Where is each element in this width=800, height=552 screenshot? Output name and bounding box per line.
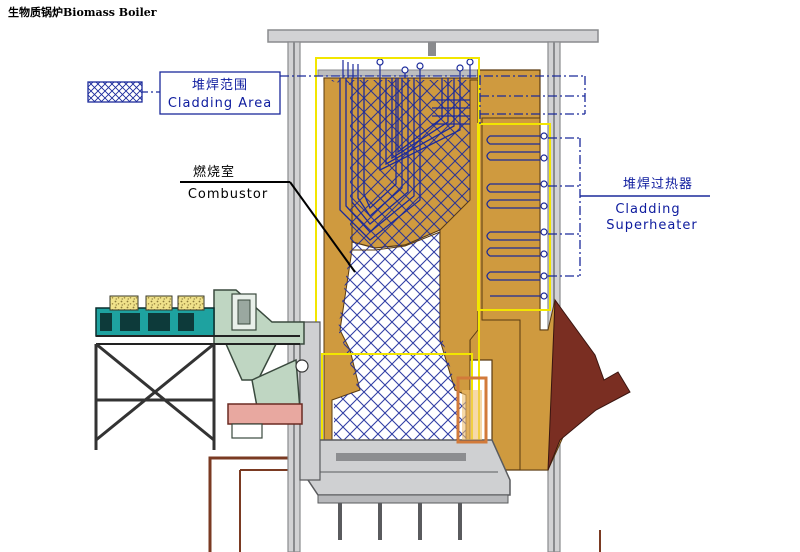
combustor-en: Combustor	[188, 187, 268, 202]
superheater-coils	[339, 78, 470, 241]
conveyor	[95, 295, 300, 345]
flue-duct	[547, 298, 631, 471]
combustor-cn: 燃烧室	[193, 164, 235, 180]
page-title: 生物质锅炉Biomass Boiler	[8, 5, 157, 19]
superheater-en-2: Superheater	[606, 218, 698, 233]
header-pipes	[342, 58, 474, 78]
superheater-en-1: Cladding	[615, 202, 680, 217]
superheater-cn: 堆焊过热器	[623, 176, 693, 192]
backpass-superheater	[486, 135, 540, 297]
cladding-area-cn: 堆焊范围	[192, 77, 248, 93]
cladding-area-en: Cladding Area	[168, 96, 272, 111]
cladding-area-label-box	[159, 71, 281, 115]
air-inlet	[456, 376, 488, 444]
inspection-port-icon	[295, 359, 309, 373]
support-truss	[94, 342, 216, 450]
ash-hopper	[299, 321, 511, 540]
valve-circles	[540, 132, 548, 300]
crosshatch-swatch-icon	[87, 81, 143, 103]
leader-lines	[280, 75, 586, 277]
